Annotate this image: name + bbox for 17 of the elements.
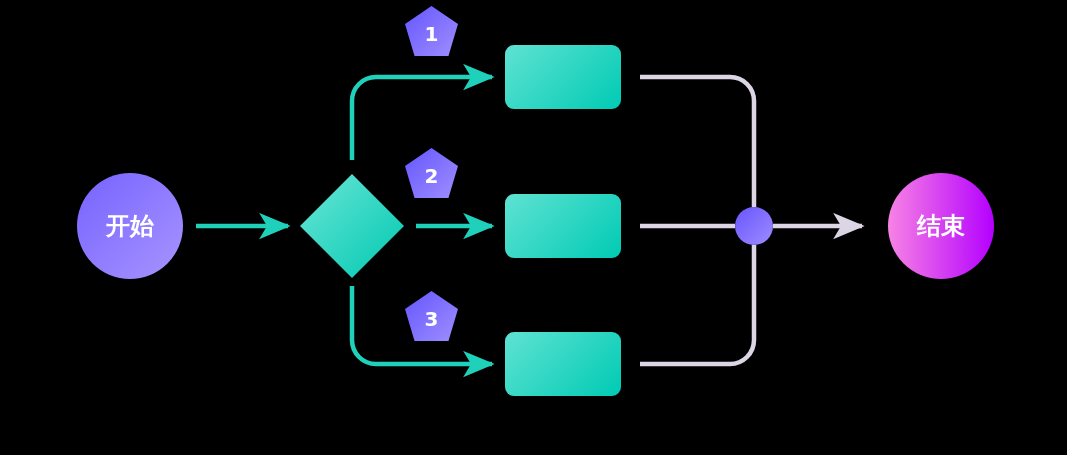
arrow (349, 286, 495, 378)
connector-line (640, 245, 757, 367)
connector-line (640, 223, 735, 229)
process-box (505, 194, 621, 258)
process-box (505, 332, 621, 396)
connector-line (640, 74, 757, 207)
step-number: 2 (424, 164, 439, 188)
step-number: 3 (424, 307, 439, 331)
arrow (349, 63, 495, 160)
node-label: 结束 (917, 211, 965, 242)
node-label: 开始 (106, 211, 154, 242)
arrow (773, 212, 865, 240)
process-box (505, 45, 621, 109)
merge-circle (735, 207, 773, 245)
arrow (416, 212, 495, 240)
arrow (196, 212, 291, 240)
step-number: 1 (424, 22, 439, 46)
